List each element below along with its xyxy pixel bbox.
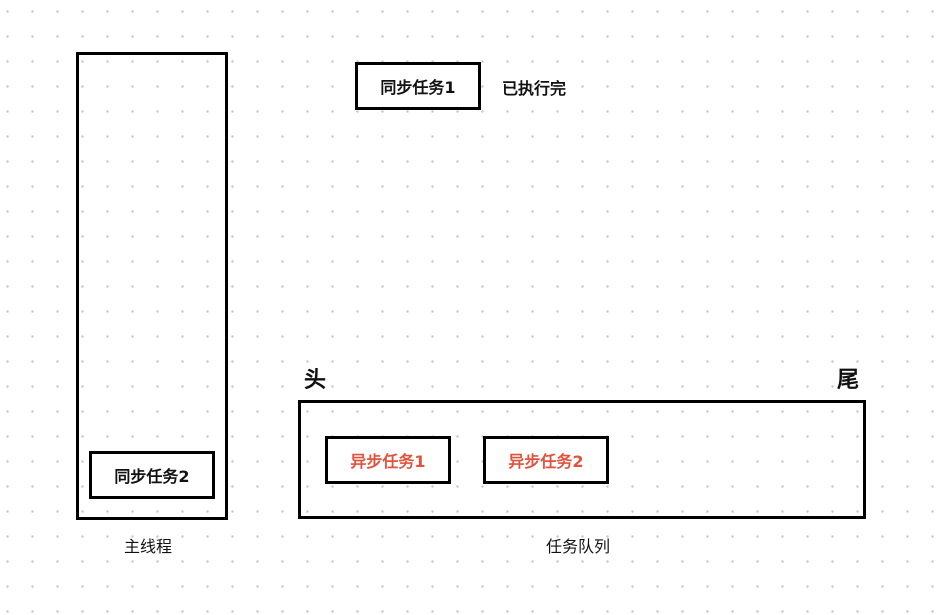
executed-status: 已执行完 bbox=[502, 79, 567, 98]
sync-task-2: 同步任务2 bbox=[89, 451, 215, 499]
async-task-1: 异步任务1 bbox=[325, 436, 451, 484]
task-queue-label: 任务队列 bbox=[546, 537, 611, 556]
sync-task-1-label: 同步任务1 bbox=[380, 78, 456, 97]
async-task-1-label: 异步任务1 bbox=[350, 452, 426, 471]
task-queue-box bbox=[298, 400, 866, 519]
sync-task-2-label: 同步任务2 bbox=[114, 467, 190, 486]
main-thread-box bbox=[76, 52, 228, 520]
sync-task-1: 同步任务1 bbox=[355, 62, 481, 110]
main-thread-label: 主线程 bbox=[124, 537, 173, 556]
async-task-2: 异步任务2 bbox=[483, 436, 609, 484]
queue-tail-label: 尾 bbox=[837, 368, 860, 393]
queue-head-label: 头 bbox=[304, 368, 327, 393]
async-task-2-label: 异步任务2 bbox=[508, 452, 584, 471]
